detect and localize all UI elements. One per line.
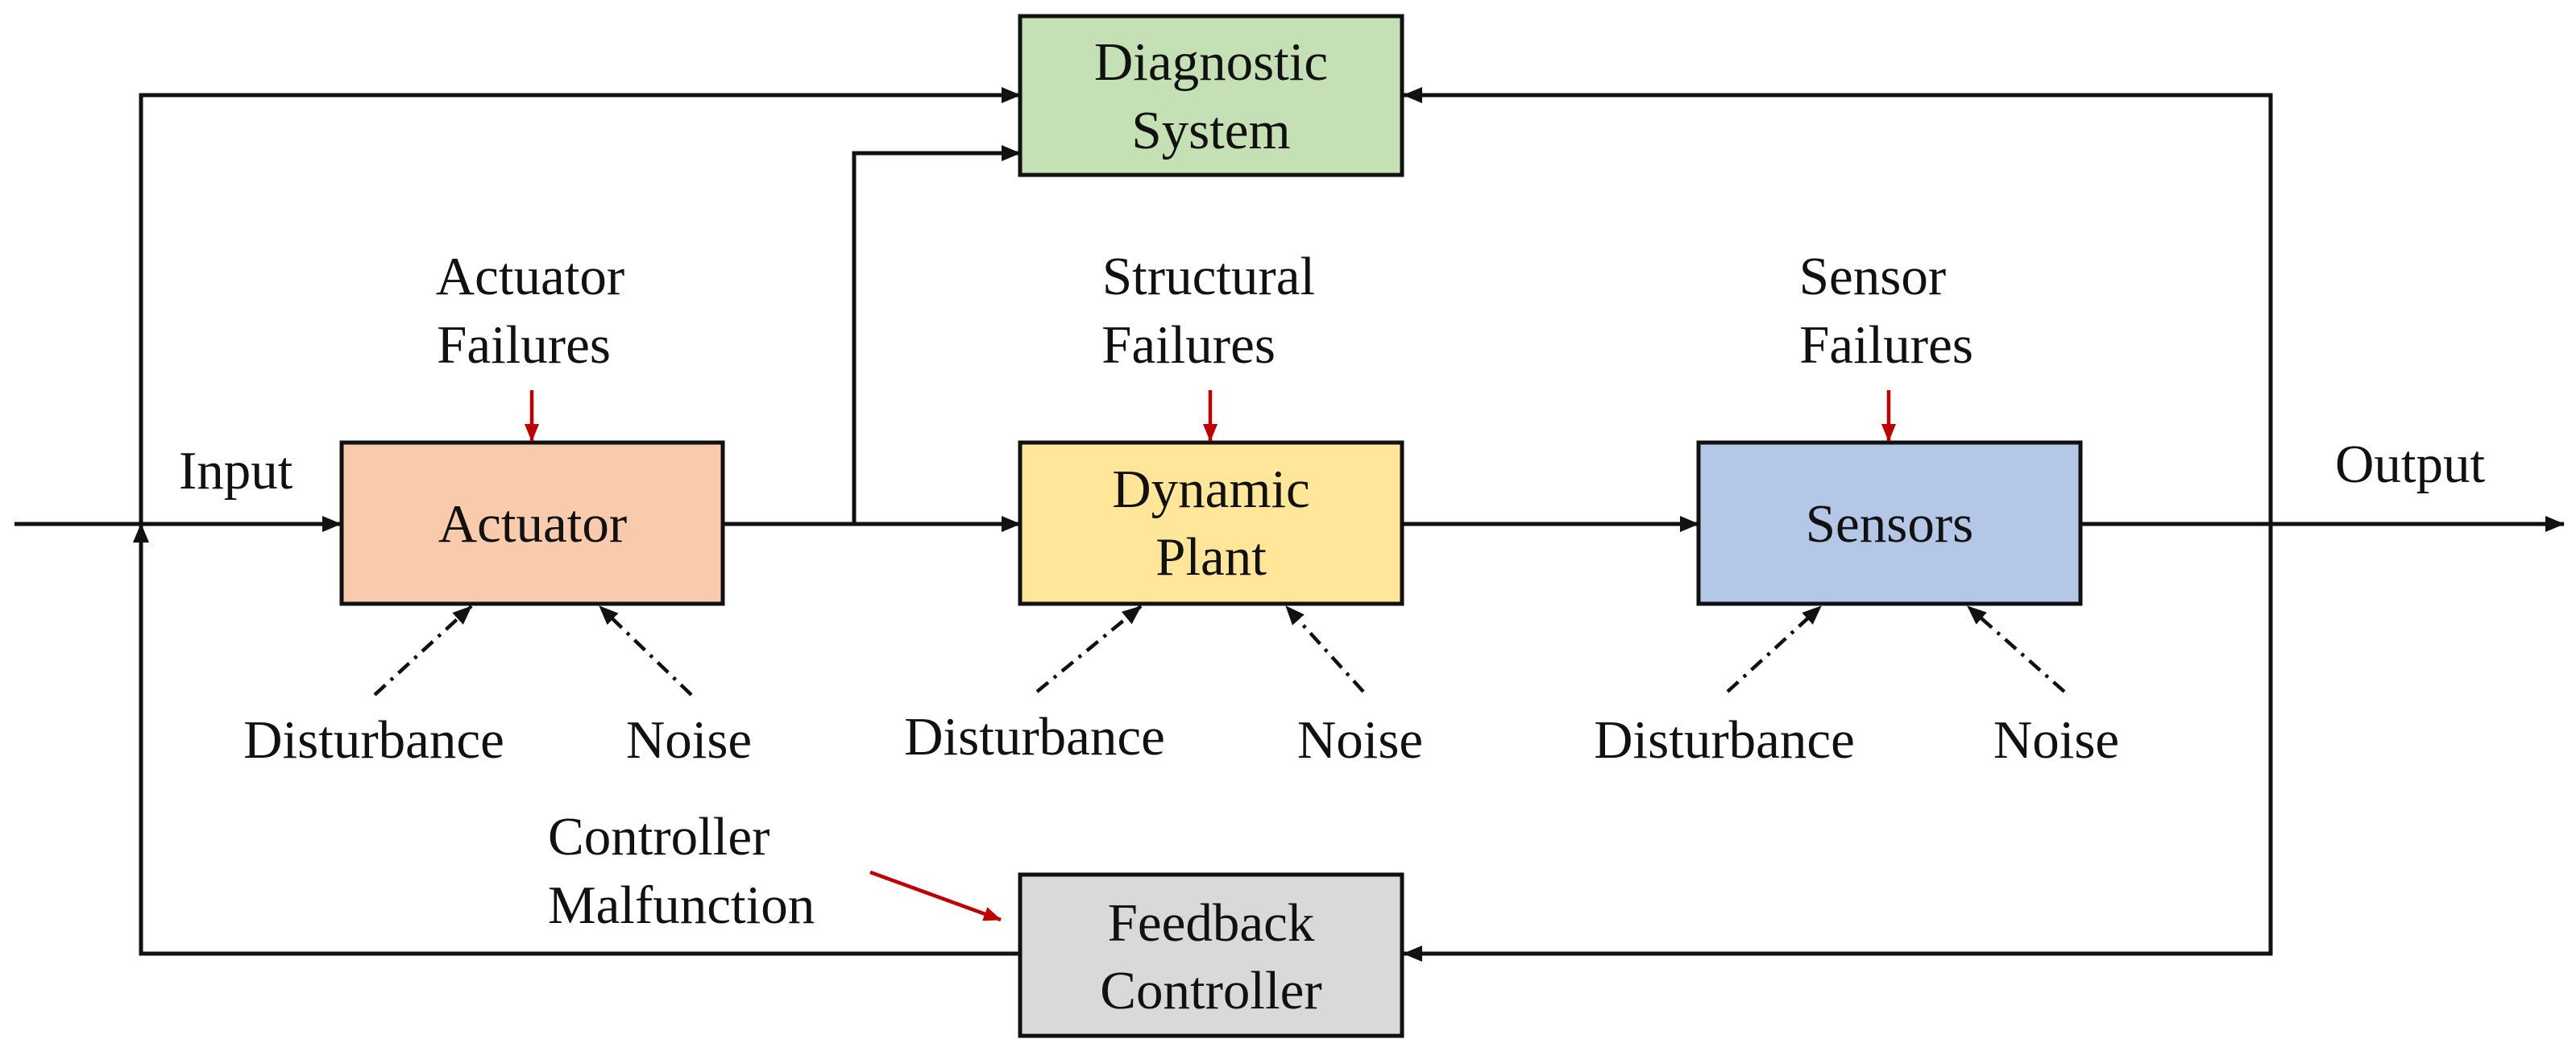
feedback-return-line (133, 523, 1020, 956)
controller-malfunction: Controller Malfunction (548, 807, 1002, 935)
diagnostic-system-label-line1: Diagnostic (1094, 32, 1328, 92)
plant-disturbance-arrow (1035, 605, 1143, 693)
sensor-failures: Sensor Failures (1799, 247, 1973, 442)
actuator-label: Actuator (438, 494, 627, 554)
controller-malfunction-label-line2: Malfunction (548, 875, 815, 935)
sensors-noise-arrow (1966, 605, 2066, 693)
dynamic-plant-label-line2: Plant (1155, 527, 1267, 587)
sensor-failures-label-line1: Sensor (1799, 247, 1946, 306)
sensors-disturbance-noise: Disturbance Noise (1594, 605, 2119, 770)
actuator-disturbance-noise: Disturbance Noise (243, 605, 752, 770)
actuator-disturbance-arrow (373, 605, 473, 696)
dynamic-plant-block: Dynamic Plant (1018, 440, 1404, 606)
actuator-to-diagnostic-line (852, 145, 1021, 524)
plant-disturbance-noise: Disturbance Noise (904, 605, 1423, 770)
structural-failures-label-line1: Structural (1102, 247, 1315, 306)
controller-malfunction-label-line1: Controller (548, 807, 769, 867)
structural-failures-label-line2: Failures (1101, 315, 1276, 375)
actuator-disturbance-label: Disturbance (243, 710, 504, 770)
actuator-failures: Actuator Failures (436, 247, 624, 442)
sensors-label: Sensors (1806, 494, 1973, 554)
input-to-diagnostic-line (139, 87, 1021, 524)
sensor-failures-label-line2: Failures (1799, 315, 1973, 375)
plant-noise-arrow (1284, 605, 1365, 693)
diagnostic-system-label-line2: System (1131, 101, 1290, 160)
structural-failures: Structural Failures (1101, 247, 1315, 442)
sensors-noise-label: Noise (1993, 710, 2119, 770)
controller-malfunction-arrow (869, 870, 1002, 922)
actuator-failures-label-line2: Failures (437, 315, 611, 375)
sensors-disturbance-arrow (1726, 605, 1823, 693)
actuator-failures-label-line1: Actuator (436, 247, 624, 306)
feedback-controller-block: Feedback Controller (1018, 872, 1404, 1038)
diagnostic-system-block: Diagnostic System (1018, 14, 1404, 177)
plant-noise-label: Noise (1297, 710, 1423, 770)
dynamic-plant-label-line1: Dynamic (1112, 459, 1310, 519)
feedback-controller-label-line1: Feedback (1108, 893, 1315, 953)
output-to-diagnostic-line (1403, 87, 2273, 524)
plant-disturbance-label: Disturbance (904, 707, 1165, 767)
feedback-controller-label-line2: Controller (1100, 961, 1321, 1021)
connections (15, 87, 2565, 962)
input-label: Input (179, 441, 293, 501)
output-to-controller-line (1403, 524, 2273, 962)
output-label: Output (2335, 434, 2486, 494)
actuator-block: Actuator (339, 440, 725, 606)
sensors-disturbance-label: Disturbance (1594, 710, 1855, 770)
sensors-block: Sensors (1696, 440, 2083, 606)
actuator-noise-label: Noise (626, 710, 752, 770)
actuator-noise-arrow (598, 605, 693, 696)
